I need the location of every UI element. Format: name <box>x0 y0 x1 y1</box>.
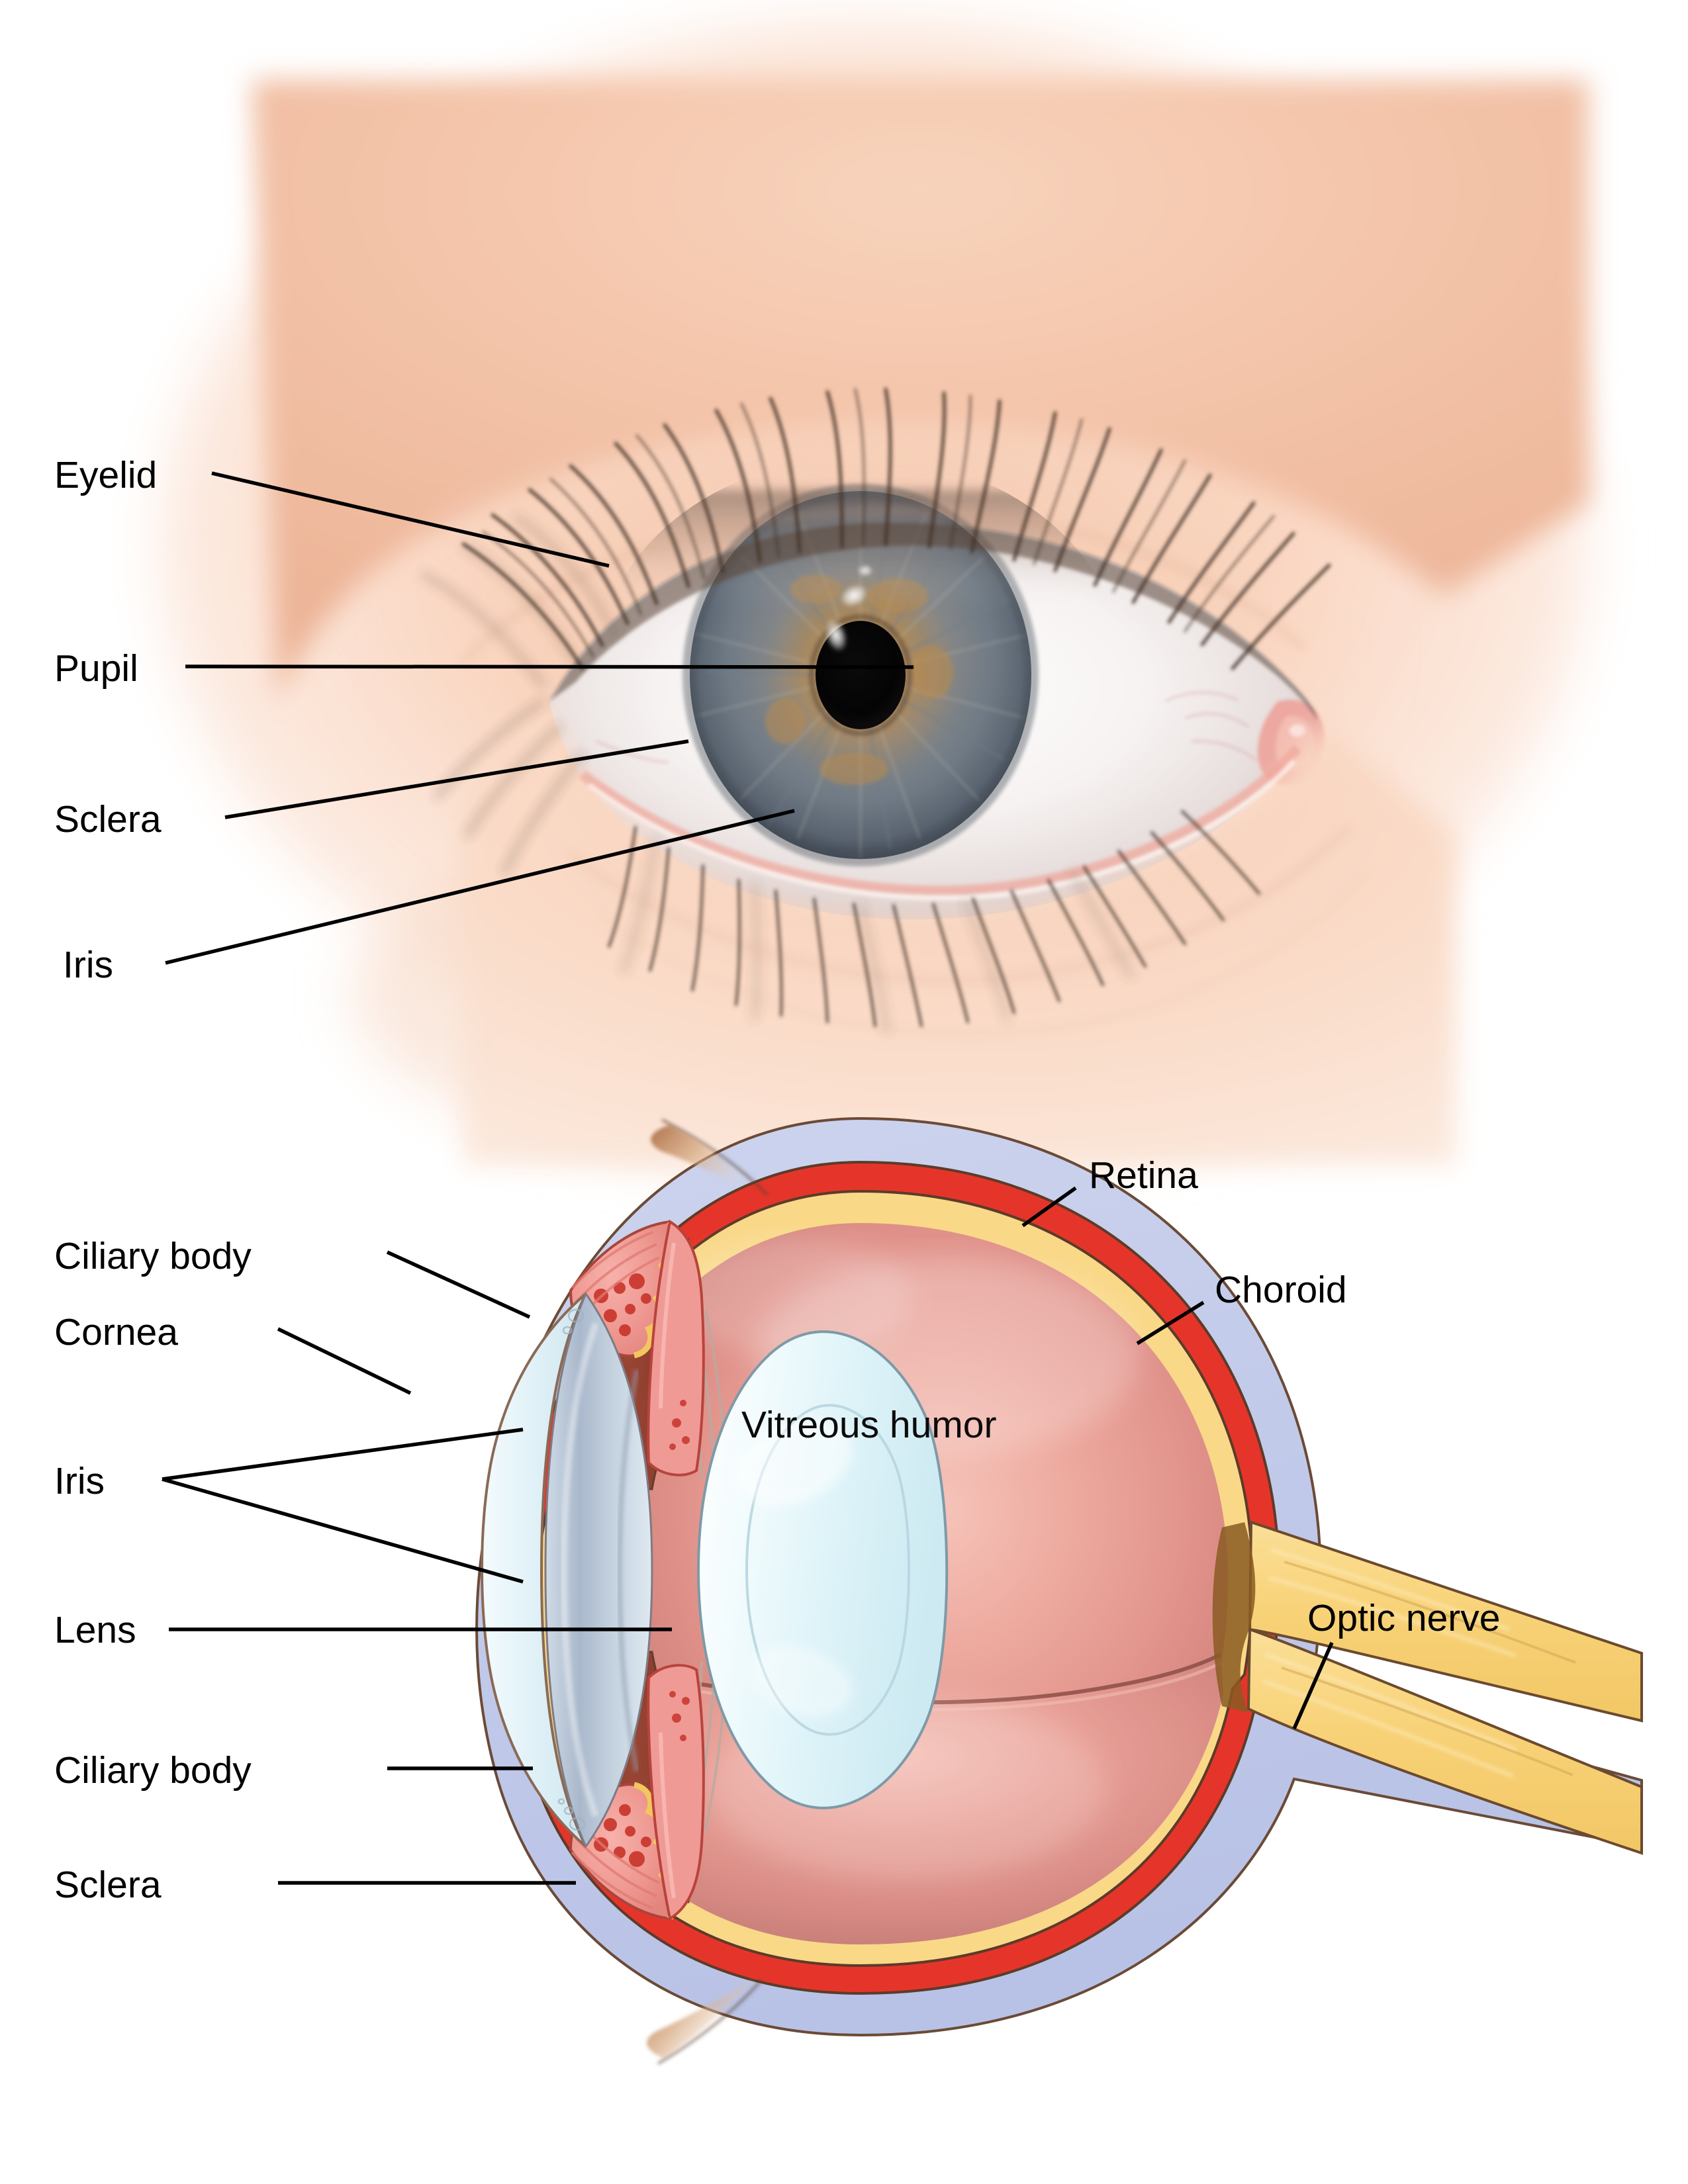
lens <box>696 1330 949 1809</box>
leader-sclera <box>224 739 689 819</box>
label-iris: Iris <box>63 944 113 986</box>
label-vitreous-humor: Vitreous humor <box>741 1404 997 1446</box>
label-pupil: Pupil <box>54 647 138 690</box>
label-ciliary-body-lower: Ciliary body <box>54 1749 252 1792</box>
aqueous-droplets <box>557 1308 586 1831</box>
iris-upper-leaflet <box>647 1219 705 1477</box>
label-retina: Retina <box>1089 1154 1198 1197</box>
lower-eyelid <box>463 702 1456 1165</box>
leader-optic-nerve <box>1292 1641 1334 1730</box>
label-cornea: Cornea <box>54 1311 178 1353</box>
external-eye-panel <box>159 20 1589 1178</box>
leader-iris-section-b <box>162 1477 524 1584</box>
muscle-tendon-upper <box>651 1118 769 1197</box>
label-ciliary-body-upper: Ciliary body <box>54 1235 252 1277</box>
leader-cornea <box>277 1327 412 1395</box>
iris-lower-leaflet <box>647 1664 705 1921</box>
leader-lines <box>162 471 1334 1885</box>
cross-section-panel <box>475 1116 1643 2065</box>
lower-eyelashes <box>435 700 1260 1034</box>
label-sclera: Sclera <box>54 798 162 841</box>
label-eyelid: Eyelid <box>54 454 158 496</box>
optic-nerve <box>1212 1520 1643 1855</box>
upper-eyelashes <box>421 387 1331 688</box>
leader-eyelid <box>211 471 610 568</box>
label-lens: Lens <box>54 1609 136 1651</box>
label-choroid: Choroid <box>1215 1269 1347 1311</box>
label-iris-section: Iris <box>54 1460 105 1502</box>
leader-ciliary-body-upper <box>386 1250 531 1319</box>
label-optic-nerve: Optic nerve <box>1307 1597 1501 1639</box>
leader-pupil <box>185 664 914 669</box>
leader-iris-section-a <box>162 1428 524 1481</box>
leader-retina <box>1021 1186 1077 1228</box>
leader-choroid <box>1136 1300 1205 1345</box>
muscle-tendon-lower <box>647 1979 763 2065</box>
label-sclera-section: Sclera <box>54 1864 162 1906</box>
leader-iris <box>165 809 795 965</box>
